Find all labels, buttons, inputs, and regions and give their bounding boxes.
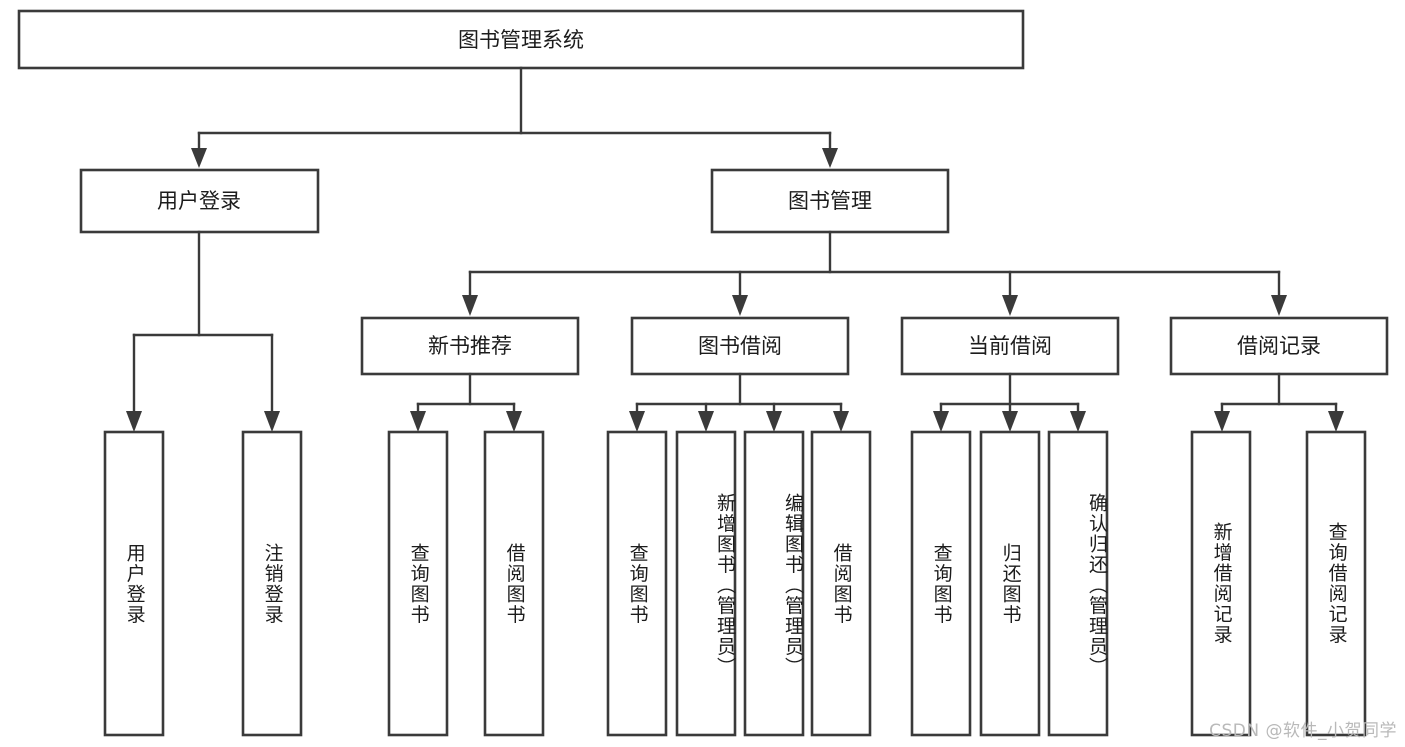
- node-book-borrow-label: 图书借阅: [698, 334, 782, 358]
- leaf-box-nb-borrow[interactable]: [483, 430, 545, 737]
- node-current-borrow-box: [900, 316, 1120, 376]
- node-borrow-record[interactable]: 借阅记录: [1169, 316, 1389, 376]
- arrow-to-leaf-bb-3: [766, 411, 782, 432]
- node-root[interactable]: 图书管理系统: [17, 9, 1025, 70]
- node-new-book[interactable]: 新书推荐: [360, 316, 580, 376]
- arrow-to-book-borrow: [732, 295, 748, 316]
- leaf-box-br-query[interactable]: [1305, 430, 1367, 737]
- connector-current-borrow-to-leaves: [933, 372, 1086, 432]
- arrow-to-leaf-cb-2: [1002, 411, 1018, 432]
- node-book-manage-box: [710, 168, 950, 234]
- arrow-to-book-manage: [822, 148, 838, 168]
- node-user-login-label: 用户登录: [157, 189, 241, 213]
- node-user-login[interactable]: 用户登录: [79, 168, 320, 234]
- node-new-book-box: [360, 316, 580, 376]
- arrow-to-new-book: [462, 295, 478, 316]
- leaf-box-bb-borrow[interactable]: [810, 430, 872, 737]
- connector-book-manage-to-level3: [462, 230, 1287, 316]
- arrow-to-leaf-cb-1: [933, 411, 949, 432]
- leaf-box-bb-edit[interactable]: [743, 430, 805, 737]
- connector-new-book-to-leaves: [410, 372, 522, 432]
- arrow-to-user-login: [191, 148, 207, 168]
- leaf-box-br-add[interactable]: [1190, 430, 1252, 737]
- arrow-to-leaf-nb-1: [410, 411, 426, 432]
- arrow-to-current-borrow: [1002, 295, 1018, 316]
- node-root-label: 图书管理系统: [458, 28, 584, 52]
- arrow-to-leaf-br-2: [1328, 411, 1344, 432]
- arrow-to-leaf-bb-2: [698, 411, 714, 432]
- arrow-to-borrow-record: [1271, 295, 1287, 316]
- arrow-to-leaf-bb-4: [833, 411, 849, 432]
- node-borrow-record-label: 借阅记录: [1237, 334, 1321, 358]
- node-borrow-record-box: [1169, 316, 1389, 376]
- leaf-box-bb-add[interactable]: [675, 430, 737, 737]
- leaf-box-bb-query[interactable]: [606, 430, 668, 737]
- leaf-box-cb-confirm[interactable]: [1047, 430, 1109, 737]
- arrow-to-leaf-bb-1: [629, 411, 645, 432]
- node-root-box: [17, 9, 1025, 70]
- node-new-book-label: 新书推荐: [428, 334, 512, 358]
- watermark-label: CSDN @软件_小贺同学: [1209, 721, 1397, 741]
- leaf-box-cb-return[interactable]: [979, 430, 1041, 737]
- node-book-manage-label: 图书管理: [788, 189, 872, 213]
- connector-book-borrow-to-leaves: [629, 372, 849, 432]
- leaf-box-logout[interactable]: [241, 430, 303, 737]
- arrow-to-leaf-logout: [264, 411, 280, 432]
- connector-root-to-level2: [191, 66, 838, 168]
- arrow-to-leaf-user-login: [126, 411, 142, 432]
- node-current-borrow[interactable]: 当前借阅: [900, 316, 1120, 376]
- node-current-borrow-label: 当前借阅: [968, 334, 1052, 358]
- node-book-borrow-box: [630, 316, 850, 376]
- arrow-to-leaf-br-1: [1214, 411, 1230, 432]
- connector-borrow-record-to-leaves: [1214, 372, 1344, 432]
- leaf-box-user-login[interactable]: [103, 430, 165, 737]
- leaf-box-cb-query[interactable]: [910, 430, 972, 737]
- arrow-to-leaf-nb-2: [506, 411, 522, 432]
- node-book-manage[interactable]: 图书管理: [710, 168, 950, 234]
- connector-user-login-to-leaves: [126, 230, 280, 432]
- leaf-box-nb-query[interactable]: [387, 430, 449, 737]
- node-book-borrow[interactable]: 图书借阅: [630, 316, 850, 376]
- arrow-to-leaf-cb-3: [1070, 411, 1086, 432]
